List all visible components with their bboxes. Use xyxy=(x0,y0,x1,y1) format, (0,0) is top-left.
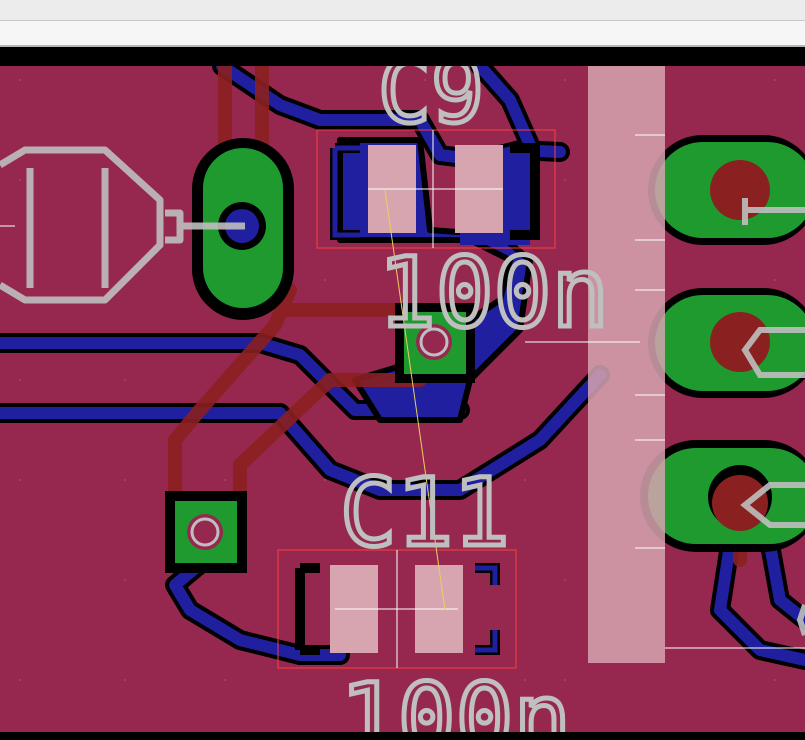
bottom-border xyxy=(0,732,805,740)
crystal-outline xyxy=(0,146,245,304)
header-documentation-strip xyxy=(588,66,665,663)
c11-value-label: 100n xyxy=(340,663,571,732)
toolbar xyxy=(0,21,805,47)
header-silkscreen xyxy=(740,198,805,636)
pcb-canvas[interactable]: C9 100n C11 100n xyxy=(0,66,805,732)
window-title-bar xyxy=(0,0,805,21)
silkscreen-labels: C9 100n C11 100n xyxy=(338,66,612,732)
vias xyxy=(165,303,475,573)
c9-value-label: 100n xyxy=(378,237,609,349)
c9-package xyxy=(316,129,556,249)
header-ticks xyxy=(525,134,805,649)
c11-package xyxy=(277,549,517,669)
c9-name-label: C9 xyxy=(378,66,484,143)
ratsnest-line xyxy=(384,189,446,611)
grid xyxy=(19,79,776,681)
header-pads xyxy=(640,135,805,552)
c11-name-label: C11 xyxy=(340,459,510,568)
